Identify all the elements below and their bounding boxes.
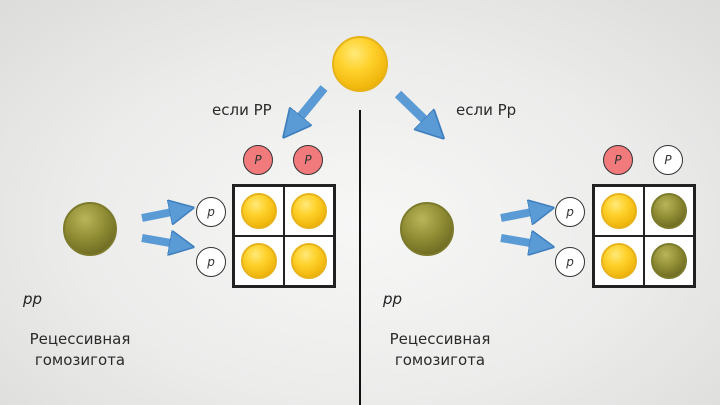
left-cell-4 [284, 236, 334, 286]
left-gamete-top-1: P [243, 145, 273, 175]
right-gamete-side-2: p [555, 247, 585, 277]
right-genotype: pp [383, 290, 403, 308]
offspring-green-pea [651, 243, 687, 279]
arrow-right-gamete-2 [500, 238, 542, 245]
left-punnett-square [232, 184, 336, 288]
offspring-yellow-pea [601, 243, 637, 279]
left-gamete-top-2: P [293, 145, 323, 175]
right-cell-3 [594, 236, 644, 286]
right-green-pea [400, 202, 454, 256]
right-cell-4 [644, 236, 694, 286]
label-left-case: если PP [212, 101, 272, 119]
offspring-yellow-pea [291, 243, 327, 279]
offspring-yellow-pea [241, 243, 277, 279]
offspring-yellow-pea [241, 193, 277, 229]
offspring-yellow-pea [601, 193, 637, 229]
arrow-to-left [292, 85, 328, 127]
left-genotype: pp [23, 290, 43, 308]
arrow-right-gamete-1 [500, 210, 542, 218]
left-gamete-side-2: p [196, 247, 226, 277]
right-gamete-top-2: P [653, 145, 683, 175]
left-cell-1 [234, 186, 284, 236]
right-cell-2 [644, 186, 694, 236]
arrow-left-gamete-2 [141, 238, 182, 245]
label-right-case: если Pp [456, 101, 517, 119]
right-gamete-side-1: p [555, 197, 585, 227]
offspring-green-pea [651, 193, 687, 229]
left-green-pea [63, 202, 117, 256]
right-cell-1 [594, 186, 644, 236]
left-gamete-side-1: p [196, 197, 226, 227]
arrow-left-gamete-1 [141, 210, 182, 218]
right-gamete-top-1: P [603, 145, 633, 175]
left-cell-3 [234, 236, 284, 286]
right-punnett-square [592, 184, 696, 288]
offspring-yellow-pea [291, 193, 327, 229]
left-description: Рецессивная гомозигота [29, 330, 131, 369]
right-description: Рецессивная гомозигота [389, 330, 491, 369]
arrow-to-right [394, 90, 434, 129]
parent-yellow-pea [332, 36, 388, 92]
left-cell-2 [284, 186, 334, 236]
